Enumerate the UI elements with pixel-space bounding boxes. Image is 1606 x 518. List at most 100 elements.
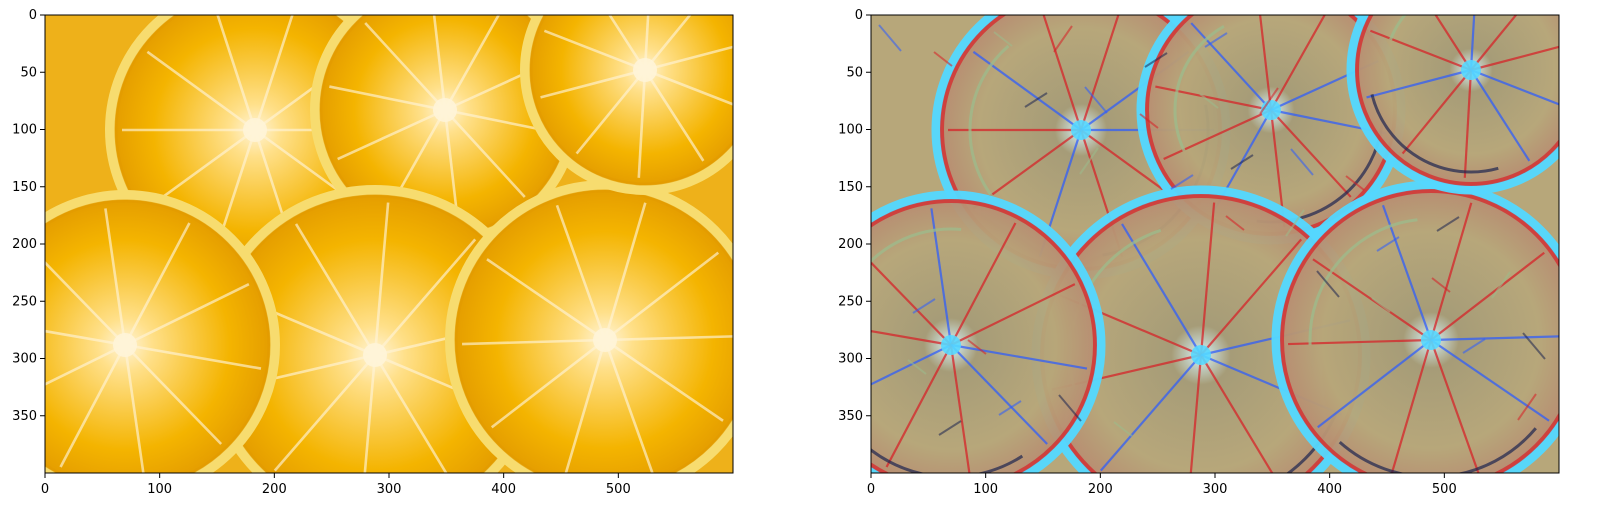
panel-1-slice-4-segment-0	[950, 344, 1048, 445]
panel-1-slice-3-stroke-b	[1308, 218, 1418, 346]
panel-1-slice-5-segment-6	[1469, 15, 1476, 71]
panel-1-x-tick-label-1: 100	[973, 482, 998, 497]
panel-1-y-tick-label-1: 50	[846, 65, 863, 80]
panel-1-slice-3-segment-4	[1288, 338, 1432, 346]
panel-1-slice-5-segment-3	[1366, 68, 1472, 99]
panel-0-slice-5-segment-5	[608, 15, 647, 71]
panel-1-slice-4-segment-4	[871, 330, 952, 347]
panel-1-slice-4-segment-3	[871, 344, 952, 386]
panel-1-slice-4-center	[941, 335, 961, 355]
panel-1-slice-4-segment-2	[885, 344, 952, 468]
panel-0-slice-1-segment-5	[329, 85, 446, 112]
panel-1-brush-8	[1462, 338, 1486, 354]
panel-1-brush-21	[1053, 25, 1073, 53]
panel-1-x-tick-label-4: 400	[1317, 482, 1342, 497]
panel-0-x-tick-label-1: 100	[147, 482, 172, 497]
panel-0-slice-3-segment-5	[486, 258, 606, 342]
panel-1-slice-3-segment-5	[1312, 258, 1432, 341]
panel-1-slice-0-segment-8	[1079, 15, 1120, 131]
panel-1-brush-6	[1316, 270, 1340, 298]
panel-0-slice-4-segment-5	[45, 260, 126, 346]
panel-1-slice-4-segment-9	[950, 343, 1088, 370]
panel-0-slice-5-segment-6	[643, 15, 650, 71]
panel-0-y-tick-label-7: 350	[12, 409, 37, 424]
panel-1-slice-3-segment-7	[1429, 202, 1473, 341]
panel-1-x-tick-label-3: 300	[1203, 482, 1228, 497]
panel-0-y-tick-label-0: 0	[29, 8, 37, 23]
panel-1-slice-5-segment-9	[1470, 68, 1559, 106]
panel-1-slice-0-segment-7	[1042, 15, 1083, 131]
panel-1-brush-12	[1084, 86, 1108, 114]
panel-0-slice-3-segment-8	[604, 251, 720, 342]
panel-1-slice-3-segment-1	[1429, 339, 1480, 473]
panel-1-brush-30	[1058, 394, 1082, 422]
panel-1-y-tick-label-5: 250	[838, 294, 863, 309]
panel-1-slice-2-segment-3	[1099, 354, 1202, 472]
panel-1-brush-25	[1345, 175, 1365, 191]
panel-1-x-tick-label-2: 200	[1088, 482, 1113, 497]
panel-1-brush-29	[967, 339, 987, 355]
panel-1-brush-5	[1225, 215, 1245, 231]
panel-1-brush-13	[1139, 113, 1159, 129]
panel-0-slice-4-segment-3	[45, 343, 126, 386]
panel-1-slice-1-segment-4	[1163, 108, 1272, 161]
panel-0-slice-5-segment-7	[643, 15, 692, 71]
panel-1-y-tick-label-4: 200	[838, 237, 863, 252]
panel-1-slice-4-segment-1	[949, 344, 971, 473]
panel-0-slice-3-inner-ring	[454, 189, 733, 473]
panel-0-slice-3-segment-1	[603, 339, 654, 473]
panel-0-slice-5-center	[633, 58, 657, 82]
panel-1-slice-3-segment-8	[1430, 251, 1545, 341]
panel-1-y-tick-label-0: 0	[855, 8, 863, 23]
panel-1-brush-28	[912, 298, 936, 314]
panel-0-slice-1-segment-7	[432, 15, 447, 111]
panel-1-brush-32	[1204, 32, 1228, 48]
panel-1-y-tick-label-2: 100	[838, 123, 863, 138]
panel-1-y-tick-label-6: 300	[838, 352, 863, 367]
panel-0-slice-0-segment-7	[216, 15, 257, 131]
panel-0-slice-0-center	[243, 118, 267, 142]
panel-1-brush-22	[1144, 52, 1168, 68]
panel-0-slice-3-segment-6	[555, 204, 607, 341]
panel-0-slice-2-segment-6	[294, 223, 377, 356]
panel-1-slice-5-stroke-a	[1370, 94, 1499, 174]
panel-0-slice-0-segment-8	[253, 15, 294, 131]
panel-0-slice-4-segment-6	[104, 208, 127, 346]
panel-1-slice-5-segment-5	[1434, 15, 1472, 71]
panel-1-brush-9	[1517, 393, 1537, 421]
panel-1-slice-4-segment-7	[950, 222, 1017, 346]
panel-1-slice-5-segment-2	[1401, 69, 1472, 155]
panel-1-slice-1-segment-7	[1259, 15, 1273, 111]
panel-1-slice-2-segment-1	[1200, 354, 1274, 473]
panel-0-slice-4-center	[113, 333, 137, 357]
panel-1-slice-5-inner-ring	[1355, 15, 1559, 186]
panel-0-y-tick-label-3: 150	[12, 180, 37, 195]
panel-1-y-tick-label-7: 350	[838, 409, 863, 424]
panel-1-slice-5-segment-7	[1470, 15, 1518, 71]
panel-1-slice-4	[871, 190, 1106, 473]
panel-1-slice-3-stroke-a	[1338, 427, 1537, 473]
panel-0-slice-4-segment-2	[59, 344, 127, 468]
panel-0-y-tick-label-6: 300	[12, 352, 37, 367]
panel-1-brush-14	[1230, 154, 1254, 170]
panel-1-brush-17	[1431, 277, 1451, 293]
panel-1-slice-4-inner-ring	[871, 199, 1097, 473]
panel-0-slice-4-segment-9	[124, 343, 262, 370]
panel-0-x-tick-label-2: 200	[262, 482, 287, 497]
panel-1-slice-3-center	[1421, 330, 1441, 350]
panel-1-slice-1-segment-1	[1270, 109, 1352, 198]
panel-0-slice-3-center	[593, 328, 617, 352]
panel-0-image	[45, 15, 733, 473]
panel-1-slice-2-center	[1191, 345, 1211, 365]
panel-0-x-tick-label-5: 500	[606, 482, 631, 497]
panel-1-slice-1-segment-8	[1270, 15, 1326, 111]
panel-0-slice-4-segment-1	[123, 344, 145, 473]
panel-1-slice-2-segment-6	[1121, 223, 1202, 356]
panel-0-slice-2-segment-2	[363, 354, 377, 473]
panel-0-slice-1-segment-1	[444, 109, 526, 198]
panel-1-slice-3-segment-9	[1430, 335, 1559, 342]
panel-0-slice-2-segment-1	[373, 354, 448, 473]
panel-0-slice-5-inner-ring	[529, 15, 733, 186]
panel-1-slice-0-center	[1071, 120, 1091, 140]
